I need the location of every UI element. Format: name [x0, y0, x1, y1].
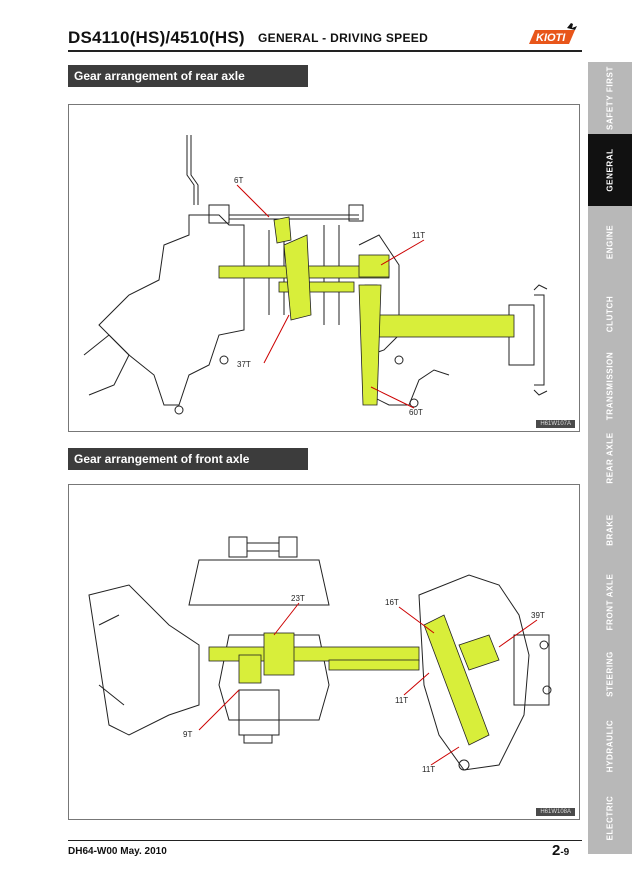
front-axle-figure: 23T 16T 39T 9T 11T 11T H61W108A [68, 484, 580, 820]
tab-electric[interactable]: ELECTRIC [588, 782, 632, 854]
front-gear-label: 39T [531, 611, 545, 620]
tab-label: ELECTRIC [605, 795, 615, 841]
tab-label: TRANSMISSION [605, 351, 615, 421]
page-number: 2-9 [552, 842, 569, 859]
tab-general[interactable]: GENERAL [588, 134, 632, 206]
tab-clutch[interactable]: CLUTCH [588, 278, 632, 350]
figure-code: H61W108A [536, 808, 575, 816]
front-gear-label: 23T [291, 594, 305, 603]
tab-transmission[interactable]: TRANSMISSION [588, 350, 632, 422]
tab-label: REAR AXLE [605, 432, 615, 484]
tab-label: STEERING [605, 651, 615, 697]
tab-engine[interactable]: ENGINE [588, 206, 632, 278]
page-number-major: 2 [552, 842, 561, 859]
front-axle-diagram: 23T 16T 39T 9T 11T 11T [88, 536, 552, 774]
tab-label: ENGINE [605, 224, 615, 260]
rear-axle-diagram: 6T 11T 37T 60T [83, 135, 548, 417]
front-gear-label: 11T [422, 765, 435, 774]
kioti-logo: KIOTI [529, 23, 577, 44]
tab-label: GENERAL [605, 148, 615, 192]
tab-brake[interactable]: BRAKE [588, 494, 632, 566]
document-code: DH64-W00 May. 2010 [68, 846, 167, 857]
rear-axle-figure: 6T 11T 37T 60T H61W107A [68, 104, 580, 432]
rear-gear-label: 60T [409, 408, 423, 417]
tab-front-axle[interactable]: FRONT AXLE [588, 566, 632, 638]
header-rule [68, 50, 582, 52]
model-title: DS4110(HS)/4510(HS) [68, 28, 245, 47]
front-gear-label: 11T [395, 696, 408, 705]
svg-text:KIOTI: KIOTI [536, 32, 566, 44]
tab-label: FRONT AXLE [605, 573, 615, 631]
page-number-minor: -9 [560, 847, 570, 858]
page-header: DS4110(HS)/4510(HS) GENERAL - DRIVING SP… [0, 0, 588, 52]
tab-label: HYDRAULIC [605, 719, 615, 773]
front-gear-label: 16T [385, 598, 399, 607]
tab-safety-first[interactable]: SAFETY FIRST [588, 62, 632, 134]
section-title: GENERAL - DRIVING SPEED [258, 31, 429, 45]
tab-rear-axle[interactable]: REAR AXLE [588, 422, 632, 494]
rear-gear-label: 11T [412, 231, 425, 240]
figure-code: H61W107A [536, 420, 575, 428]
footer-rule [68, 840, 582, 841]
rear-gear-label: 37T [237, 360, 251, 369]
tab-steering[interactable]: STEERING [588, 638, 632, 710]
rear-gear-label: 6T [234, 176, 243, 185]
tab-label: SAFETY FIRST [605, 66, 615, 130]
tab-label: CLUTCH [605, 295, 615, 333]
front-gear-label: 9T [183, 730, 192, 739]
rear-axle-banner: Gear arrangement of rear axle [68, 65, 308, 87]
tab-hydraulic[interactable]: HYDRAULIC [588, 710, 632, 782]
front-axle-banner: Gear arrangement of front axle [68, 448, 308, 470]
tab-label: BRAKE [605, 514, 615, 546]
